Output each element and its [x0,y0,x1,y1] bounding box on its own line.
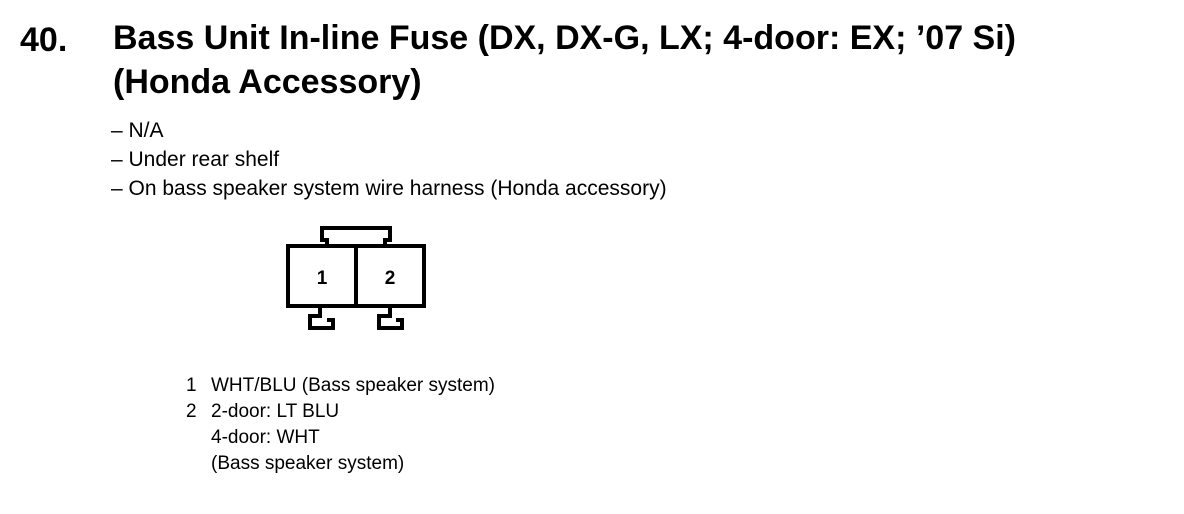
connector-lock-tab [320,226,392,246]
pin-description: 2-door: LT BLU 4-door: WHT (Bass speaker… [211,399,404,477]
terminal-latch-left [308,306,335,330]
page-title: Bass Unit In-line Fuse (DX, DX-G, LX; 4-… [113,16,1173,104]
location-info-list: – N/A – Under rear shelf – On bass speak… [111,116,667,203]
connector-diagram: 1 2 [286,226,426,330]
info-item: – On bass speaker system wire harness (H… [111,177,667,200]
cavity-label-2: 2 [385,268,396,289]
pin-row: 2 2-door: LT BLU 4-door: WHT (Bass speak… [186,399,495,477]
pin-description-line: (Bass speaker system) [211,453,405,474]
pin-description: WHT/BLU (Bass speaker system) [211,373,495,399]
info-item: – Under rear shelf [111,148,280,171]
terminal-latch-right [377,306,404,330]
pin-number: 2 [186,401,197,422]
pin-row: 1 WHT/BLU (Bass speaker system) [186,373,495,399]
pin-description-line: 4-door: WHT [211,427,320,448]
cavity-label-1: 1 [317,268,328,289]
title-line: Bass Unit In-line Fuse (DX, DX-G, LX; 4-… [113,19,1016,57]
pin-description-line: 2-door: LT BLU [211,401,340,422]
section-number: 40. [20,21,68,59]
pin-description-line: WHT/BLU (Bass speaker system) [211,375,495,396]
info-item: – N/A [111,119,164,142]
pin-number: 1 [186,375,197,396]
title-line: (Honda Accessory) [113,63,422,101]
pin-list: 1 WHT/BLU (Bass speaker system) 2 2-door… [186,373,495,477]
